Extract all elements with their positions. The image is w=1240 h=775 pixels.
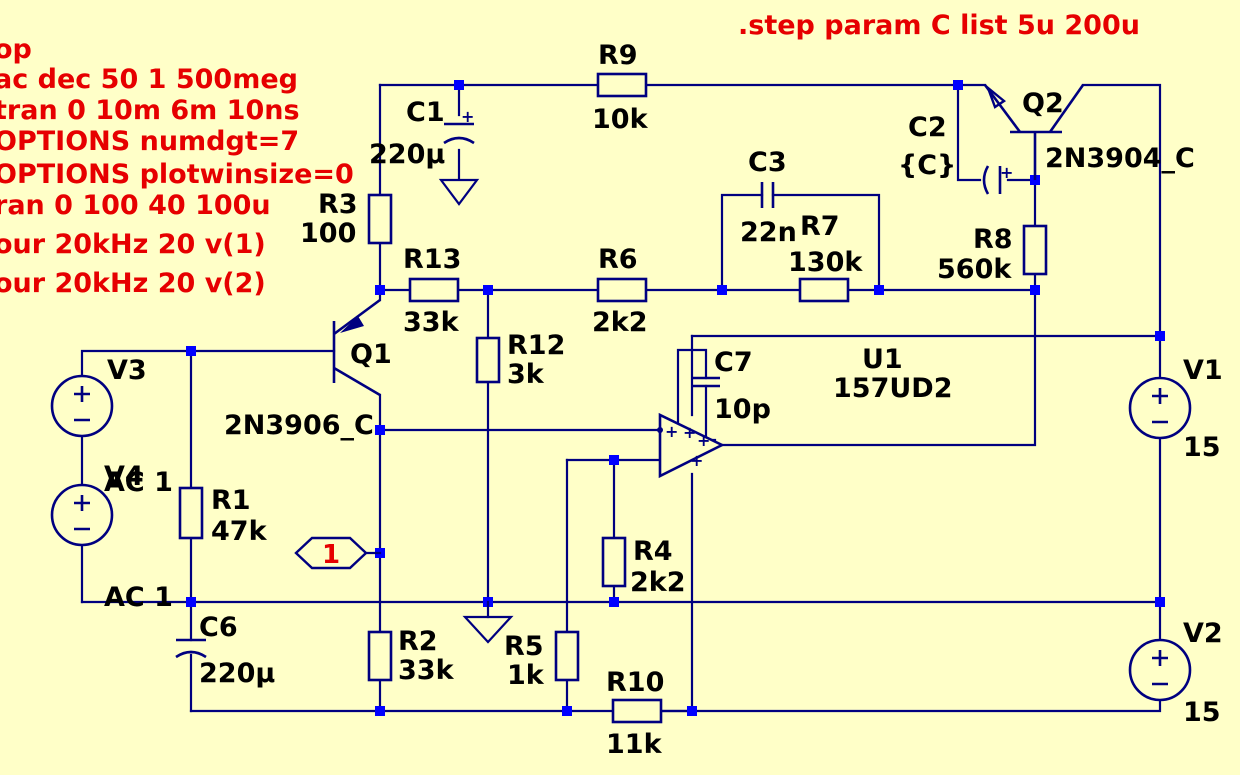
v4-value: AC 1: [104, 582, 173, 613]
c6-value: 220µ: [199, 658, 275, 689]
directive-four-v2[interactable]: our 20kHz 20 v(2): [0, 268, 266, 299]
r10-value: 11k: [606, 729, 663, 760]
r2-body[interactable]: [367, 630, 393, 682]
r13-name: R13: [403, 244, 461, 275]
r7-name: R7: [800, 211, 840, 242]
c2-body[interactable]: +: [982, 163, 1013, 195]
svg-text:+: +: [697, 431, 710, 450]
v2-name: V2: [1183, 618, 1223, 649]
r6-name: R6: [598, 244, 638, 275]
r9-value: 10k: [592, 104, 649, 135]
q2-name: Q2: [1022, 88, 1064, 119]
r2-value: 33k: [398, 655, 455, 686]
c2-value: {C}: [898, 150, 956, 181]
directive-tran-2[interactable]: ran 0 100 40 100u: [0, 190, 271, 221]
r9-body[interactable]: [596, 72, 648, 98]
c2-name: C2: [908, 112, 947, 143]
r1-value: 47k: [211, 516, 268, 547]
r10-body[interactable]: [611, 698, 663, 724]
c7-body[interactable]: [692, 376, 720, 388]
spice-directives[interactable]: op ac dec 50 1 500meg tran 0 10m 6m 10ns…: [0, 34, 354, 299]
directive-ac[interactable]: ac dec 50 1 500meg: [0, 64, 298, 95]
directive-options-plotwinsize[interactable]: OPTIONS plotwinsize=0: [0, 159, 354, 190]
wires: [80, 83, 1162, 713]
v1-source[interactable]: [1128, 376, 1192, 440]
v3-source[interactable]: [50, 374, 114, 438]
svg-text:+: +: [1000, 163, 1013, 182]
v2-source[interactable]: [1128, 638, 1192, 702]
svg-text:+: +: [461, 107, 474, 126]
r12-name: R12: [507, 330, 565, 361]
v3-ac-value: AC 1: [104, 467, 173, 498]
r7-body[interactable]: [798, 277, 850, 303]
net-flag-1[interactable]: 1: [294, 536, 382, 570]
c6-name: C6: [199, 612, 238, 643]
r4-body[interactable]: [601, 536, 627, 588]
r8-name: R8: [973, 224, 1013, 255]
r8-value: 560k: [937, 254, 1012, 285]
r8-body[interactable]: [1022, 224, 1048, 276]
r12-value: 3k: [507, 359, 545, 390]
c6-body[interactable]: [175, 638, 207, 659]
net-flag-label: 1: [322, 540, 340, 570]
r1-body[interactable]: [178, 486, 204, 540]
r12-body[interactable]: [475, 336, 501, 384]
c1-body[interactable]: +: [443, 107, 475, 145]
r2-name: R2: [398, 626, 438, 657]
v4-name: V4: [104, 461, 144, 492]
v1-value: 15: [1183, 432, 1221, 463]
q2-model: 2N3904_C: [1045, 143, 1195, 174]
u1-name: U1: [862, 344, 903, 375]
r3-name: R3: [318, 189, 358, 220]
r5-value: 1k: [507, 660, 545, 691]
c3-body[interactable]: [760, 182, 775, 208]
directive-step[interactable]: .step param C list 5u 200u: [738, 10, 1140, 41]
v3-name: V3: [107, 355, 147, 386]
r4-value: 2k2: [630, 567, 686, 598]
v2-value: 15: [1183, 697, 1221, 728]
ground-symbol-c1: [438, 178, 480, 206]
q1-transistor[interactable]: [332, 298, 381, 397]
q2-transistor[interactable]: [983, 84, 1085, 180]
r1-name: R1: [211, 485, 251, 516]
u1-opamp[interactable]: + + + +: [657, 412, 725, 479]
r13-value: 33k: [403, 307, 460, 338]
directive-op[interactable]: op: [0, 34, 32, 65]
directive-four-v1[interactable]: our 20kHz 20 v(1): [0, 229, 266, 260]
r5-body[interactable]: [554, 630, 580, 682]
svg-text:+: +: [683, 423, 696, 442]
r6-body[interactable]: [596, 277, 648, 303]
c7-name: C7: [714, 347, 753, 378]
c1-value: 220µ: [369, 139, 445, 170]
v4-source[interactable]: [50, 483, 114, 547]
v1-name: V1: [1183, 355, 1223, 386]
r3-body[interactable]: [367, 193, 393, 245]
directive-tran[interactable]: tran 0 10m 6m 10ns: [0, 95, 300, 126]
c3-value: 22n: [740, 217, 797, 248]
c1-name: C1: [406, 97, 445, 128]
u1-model: 157UD2: [833, 373, 952, 404]
r10-name: R10: [606, 667, 664, 698]
c3-name: C3: [748, 147, 787, 178]
r7-value: 130k: [788, 247, 863, 278]
r9-name: R9: [598, 40, 638, 71]
r3-value: 100: [300, 218, 356, 249]
r13-body[interactable]: [408, 277, 460, 303]
r5-name: R5: [504, 631, 544, 662]
r4-name: R4: [633, 536, 673, 567]
svg-text:+: +: [665, 422, 678, 441]
q1-name: Q1: [350, 339, 392, 370]
directive-options-numdgt[interactable]: OPTIONS numdgt=7: [0, 126, 299, 157]
svg-text:+: +: [690, 451, 703, 470]
c7-value: 10p: [714, 394, 771, 425]
r6-value: 2k2: [592, 307, 648, 338]
q1-model: 2N3906_C: [224, 410, 374, 441]
